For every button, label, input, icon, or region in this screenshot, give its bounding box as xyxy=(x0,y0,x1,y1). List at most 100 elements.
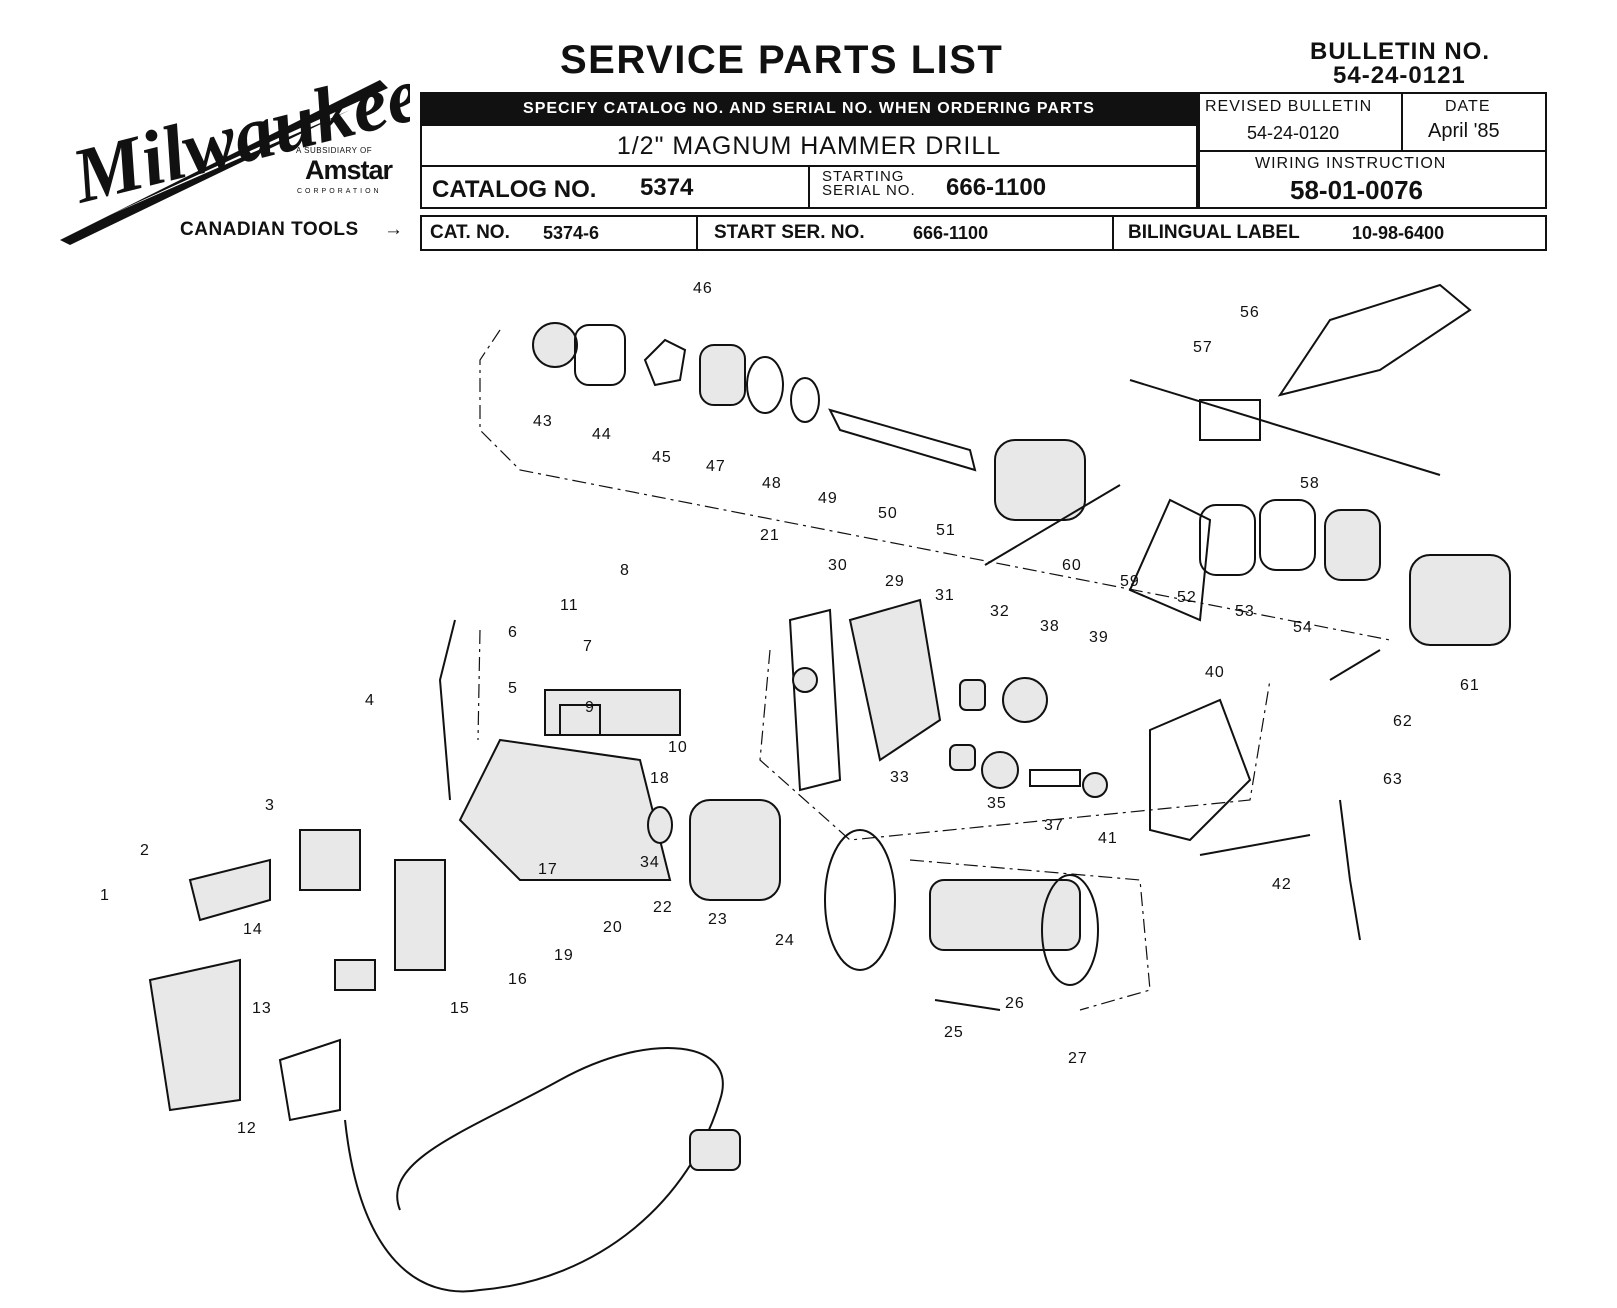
callout-38: 38 xyxy=(1040,618,1060,635)
callout-27: 27 xyxy=(1068,1050,1088,1067)
callout-2: 2 xyxy=(140,842,150,859)
callout-41: 41 xyxy=(1098,830,1118,847)
part-27 xyxy=(1041,874,1099,986)
part-35 xyxy=(981,751,1019,789)
callout-31: 31 xyxy=(935,587,955,604)
callout-24: 24 xyxy=(775,932,795,949)
divider xyxy=(1112,215,1114,251)
part-25 xyxy=(934,999,1001,1011)
part-3 xyxy=(299,829,361,891)
callout-59: 59 xyxy=(1120,573,1140,590)
part-12 xyxy=(344,1047,724,1293)
callout-49: 49 xyxy=(818,490,838,507)
callout-10: 10 xyxy=(668,739,688,756)
callout-14: 14 xyxy=(243,921,263,938)
part-4 xyxy=(438,619,456,801)
callout-57: 57 xyxy=(1193,339,1213,356)
plug xyxy=(689,1129,741,1171)
callout-21: 21 xyxy=(760,527,780,544)
part-42 xyxy=(1199,834,1311,856)
callout-44: 44 xyxy=(592,426,612,443)
callout-23: 23 xyxy=(708,911,728,928)
part-53 xyxy=(1259,499,1316,571)
revised-bulletin-value: 54-24-0120 xyxy=(1247,123,1340,143)
part-14 xyxy=(334,959,376,991)
part-50 xyxy=(828,408,977,472)
part-60 xyxy=(984,484,1121,566)
divider xyxy=(1401,92,1403,151)
callout-7: 7 xyxy=(583,638,593,655)
callout-6: 6 xyxy=(508,624,518,641)
part-17 xyxy=(458,738,672,881)
part-61 xyxy=(1409,554,1511,646)
part-30 xyxy=(792,667,818,693)
part-63 xyxy=(1339,799,1361,941)
bulletin-value: 54-24-0121 xyxy=(1333,62,1466,89)
callout-8: 8 xyxy=(620,562,630,579)
canadian-info-box xyxy=(420,215,1547,251)
model-name: 1/2" MAGNUM HAMMER DRILL xyxy=(616,132,1002,160)
callout-42: 42 xyxy=(1272,876,1292,893)
callout-9: 9 xyxy=(585,699,595,716)
catalog-label: CATALOG NO. xyxy=(432,176,597,203)
part-57 xyxy=(1129,379,1441,476)
part-23 xyxy=(689,799,781,901)
part-58 xyxy=(1199,399,1261,441)
callout-43: 43 xyxy=(533,413,553,430)
wiring-instruction-label: WIRING INSTRUCTION xyxy=(1255,155,1447,172)
starting-serial-label: STARTING SERIAL NO. xyxy=(822,168,916,199)
part-5 xyxy=(559,704,601,736)
part-32 xyxy=(959,679,986,711)
page-title: SERVICE PARTS LIST xyxy=(560,38,1004,82)
divider xyxy=(696,215,698,251)
order-note: SPECIFY CATALOG NO. AND SERIAL NO. WHEN … xyxy=(420,92,1198,126)
wiring-instruction-value: 58-01-0076 xyxy=(1290,175,1423,205)
part-59 xyxy=(1128,498,1212,622)
callout-40: 40 xyxy=(1205,664,1225,681)
callout-48: 48 xyxy=(762,475,782,492)
callout-54: 54 xyxy=(1293,619,1313,636)
part-41 xyxy=(1082,772,1108,798)
milwaukee-logo: Milwaukee xyxy=(60,49,410,245)
part-62 xyxy=(1329,649,1381,681)
date-label: DATE xyxy=(1445,98,1491,115)
amstar-logo: Amstar xyxy=(305,155,393,185)
callout-1: 1 xyxy=(100,887,110,904)
revised-bulletin-label: REVISED BULLETIN xyxy=(1205,98,1373,115)
callout-4: 4 xyxy=(365,692,375,709)
callout-63: 63 xyxy=(1383,771,1403,788)
part-52 xyxy=(1199,504,1256,576)
part-33 xyxy=(949,744,976,771)
callout-51: 51 xyxy=(936,522,956,539)
part-26 xyxy=(929,879,1081,951)
canadian-cat-value: 5374-6 xyxy=(543,223,600,243)
part-49 xyxy=(790,377,820,423)
divider xyxy=(808,166,810,209)
callout-60: 60 xyxy=(1062,557,1082,574)
part-56 xyxy=(1277,283,1472,397)
amstar-suffix: CORPORATION xyxy=(297,188,382,195)
callout-45: 45 xyxy=(652,449,672,466)
part-29 xyxy=(848,598,942,762)
callout-56: 56 xyxy=(1240,304,1260,321)
callout-46: 46 xyxy=(693,280,713,297)
callout-17: 17 xyxy=(538,861,558,878)
date-value: April '85 xyxy=(1428,120,1500,142)
callout-16: 16 xyxy=(508,971,528,988)
canadian-serial-value: 666-1100 xyxy=(913,223,989,243)
callout-19: 19 xyxy=(554,947,574,964)
callout-20: 20 xyxy=(603,919,623,936)
callout-50: 50 xyxy=(878,505,898,522)
part-15 xyxy=(394,859,446,971)
part-37 xyxy=(1029,769,1081,787)
callout-11: 11 xyxy=(560,597,579,614)
callout-18: 18 xyxy=(650,770,670,787)
exploded-parts-diagram: 1 2 3 4 5 6 7 8 9 10 11 12 13 14 15 16 1… xyxy=(100,280,1511,1293)
callout-15: 15 xyxy=(450,1000,470,1017)
callout-3: 3 xyxy=(265,797,275,814)
arrow-right-icon: → xyxy=(384,219,403,240)
part-45 xyxy=(643,338,687,387)
part-24 xyxy=(824,829,896,971)
callout-33: 33 xyxy=(890,769,910,786)
part-40 xyxy=(1149,698,1252,842)
